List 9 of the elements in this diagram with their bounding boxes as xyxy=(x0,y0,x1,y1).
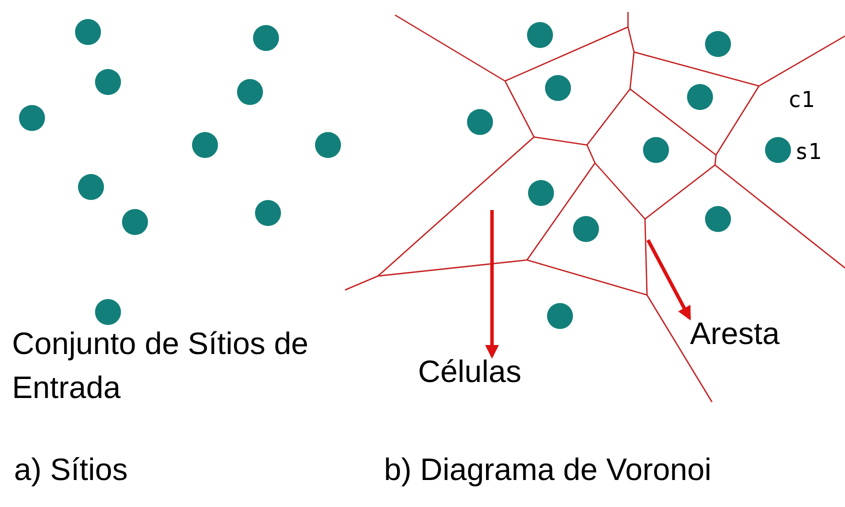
callout-label: Aresta xyxy=(690,314,780,354)
panel-caption: a) Sítios xyxy=(14,451,128,489)
variable-name: c1 xyxy=(788,88,814,114)
caption-text: Conjunto de Sítios de Entrada xyxy=(12,325,310,407)
variable-name: s1 xyxy=(795,140,822,166)
arrow xyxy=(485,210,499,359)
panel-caption: b) Diagrama de Voronoi xyxy=(384,451,712,489)
arrow xyxy=(646,239,692,320)
callout-label: Células xyxy=(418,352,522,392)
